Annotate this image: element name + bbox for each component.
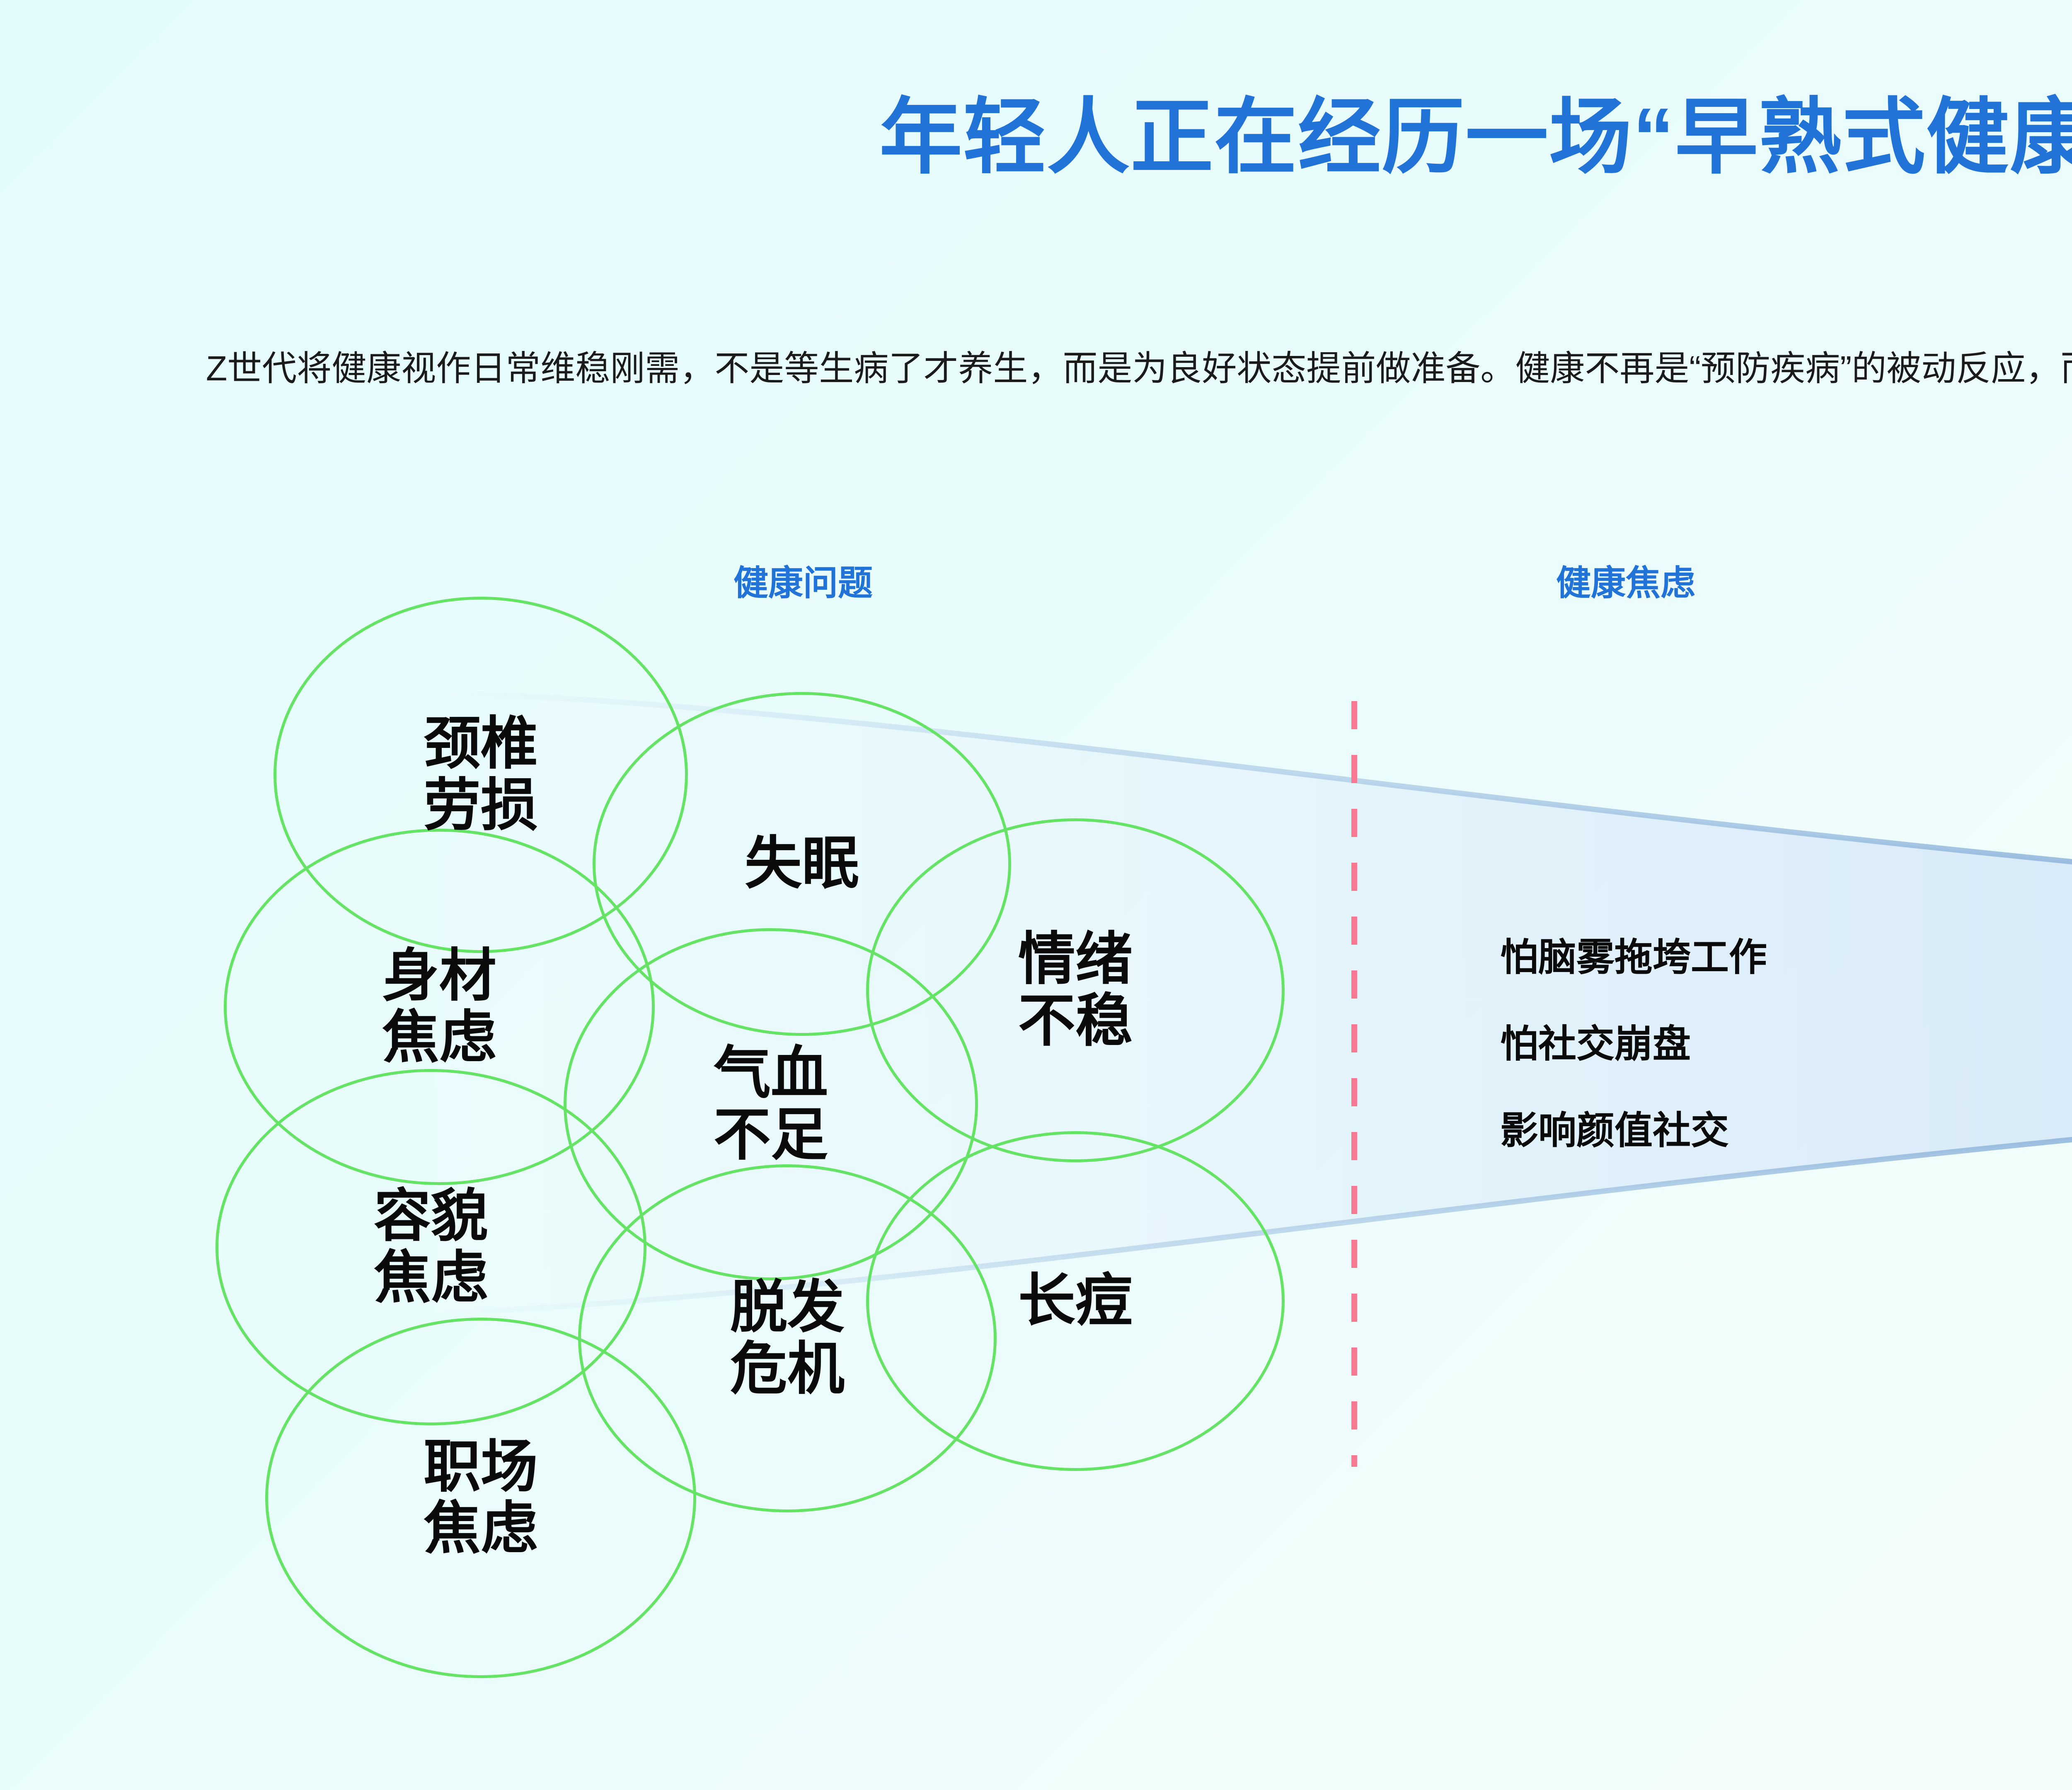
header-block: 年轻人正在经历一场“早熟式健康觉醒” <box>0 0 2072 235</box>
column-header-health-anxiety: 健康焦虑 <box>1556 564 1696 602</box>
column-header-health-problems: 健康问题 <box>733 564 873 602</box>
health-problem-label: 颈椎 劳损 <box>423 711 538 837</box>
health-anxiety-list: 怕脑雾拖垮工作 怕社交崩盘 影响颜值社交 <box>1500 939 1767 1198</box>
health-problem-label: 情绪 不稳 <box>1018 927 1133 1053</box>
page-title: 年轻人正在经历一场“早熟式健康觉醒” <box>879 91 2072 184</box>
health-problem-label: 长痘 <box>1018 1269 1133 1333</box>
health-anxiety-item: 怕社交崩盘 <box>1500 1023 1691 1065</box>
health-problem-bubble: 脱发 危机 <box>578 1164 997 1512</box>
health-problem-label: 气血 不足 <box>713 1041 828 1167</box>
health-problem-label: 失眠 <box>744 832 859 896</box>
intro-paragraph: Z世代将健康视作日常维稳刚需，不是等生病了才养生，而是为良好状态提前做准备。健康… <box>206 349 2072 388</box>
health-problem-bubble: 职场 焦虑 <box>265 1318 696 1678</box>
health-problem-label: 容貌 焦虑 <box>373 1184 488 1310</box>
health-problem-label: 脱发 危机 <box>730 1275 845 1401</box>
health-anxiety-item: 影响颜值社交 <box>1500 1110 1729 1152</box>
health-problem-label: 职场 焦虑 <box>423 1434 538 1560</box>
health-problem-label: 身材 焦虑 <box>382 943 496 1069</box>
health-anxiety-item: 怕脑雾拖垮工作 <box>1500 936 1767 979</box>
